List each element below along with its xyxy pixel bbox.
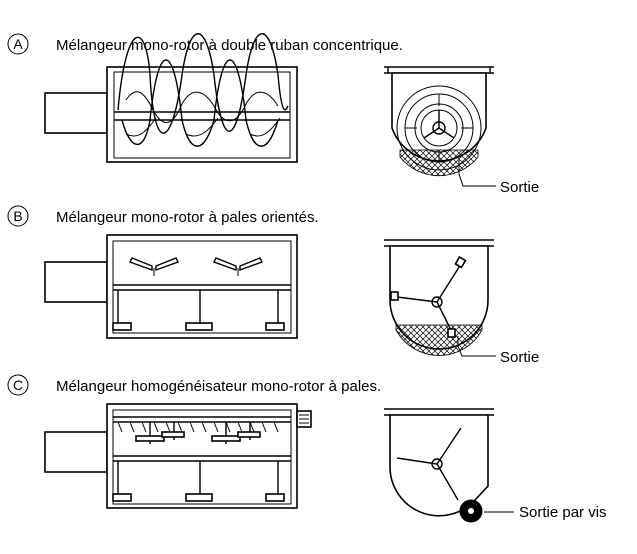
- mixer-trough: [106, 234, 298, 339]
- section-c-badge: C: [7, 374, 29, 396]
- section-c-title: Mélangeur homogénéisateur mono-rotor à p…: [56, 378, 381, 395]
- section-b: B Mélangeur mono-rotor à pales orientés.: [7, 205, 539, 366]
- section-c-letter: C: [13, 377, 23, 393]
- section-a-title: Mélangeur mono-rotor à double ruban conc…: [56, 37, 403, 54]
- section-a-side-view: [44, 33, 298, 163]
- section-b-title: Mélangeur mono-rotor à pales orientés.: [56, 209, 319, 226]
- drive-motor: [44, 261, 108, 303]
- drive-motor: [44, 431, 108, 473]
- section-c-outlet-label: Sortie par vis: [519, 504, 607, 521]
- section-c: C Mélangeur homogénéisateur mono-rotor à…: [7, 374, 607, 523]
- section-b-end-view: [384, 239, 496, 357]
- section-c-side-view: [44, 403, 312, 509]
- section-a-badge: A: [7, 33, 29, 55]
- section-a-outlet-label: Sortie: [500, 179, 539, 196]
- mixer-trough: [106, 66, 298, 163]
- section-a-letter: A: [13, 36, 23, 52]
- drive-motor: [44, 92, 108, 134]
- section-a: A Mélangeur mono-rotor à double ruban co…: [7, 33, 539, 196]
- outlet-hatch: [395, 324, 483, 356]
- section-b-outlet-label: Sortie: [500, 349, 539, 366]
- section-a-end-view: [384, 66, 496, 187]
- section-b-badge: B: [7, 205, 29, 227]
- section-c-end-view: [384, 408, 514, 523]
- section-b-side-view: [44, 234, 298, 339]
- section-b-letter: B: [13, 208, 22, 224]
